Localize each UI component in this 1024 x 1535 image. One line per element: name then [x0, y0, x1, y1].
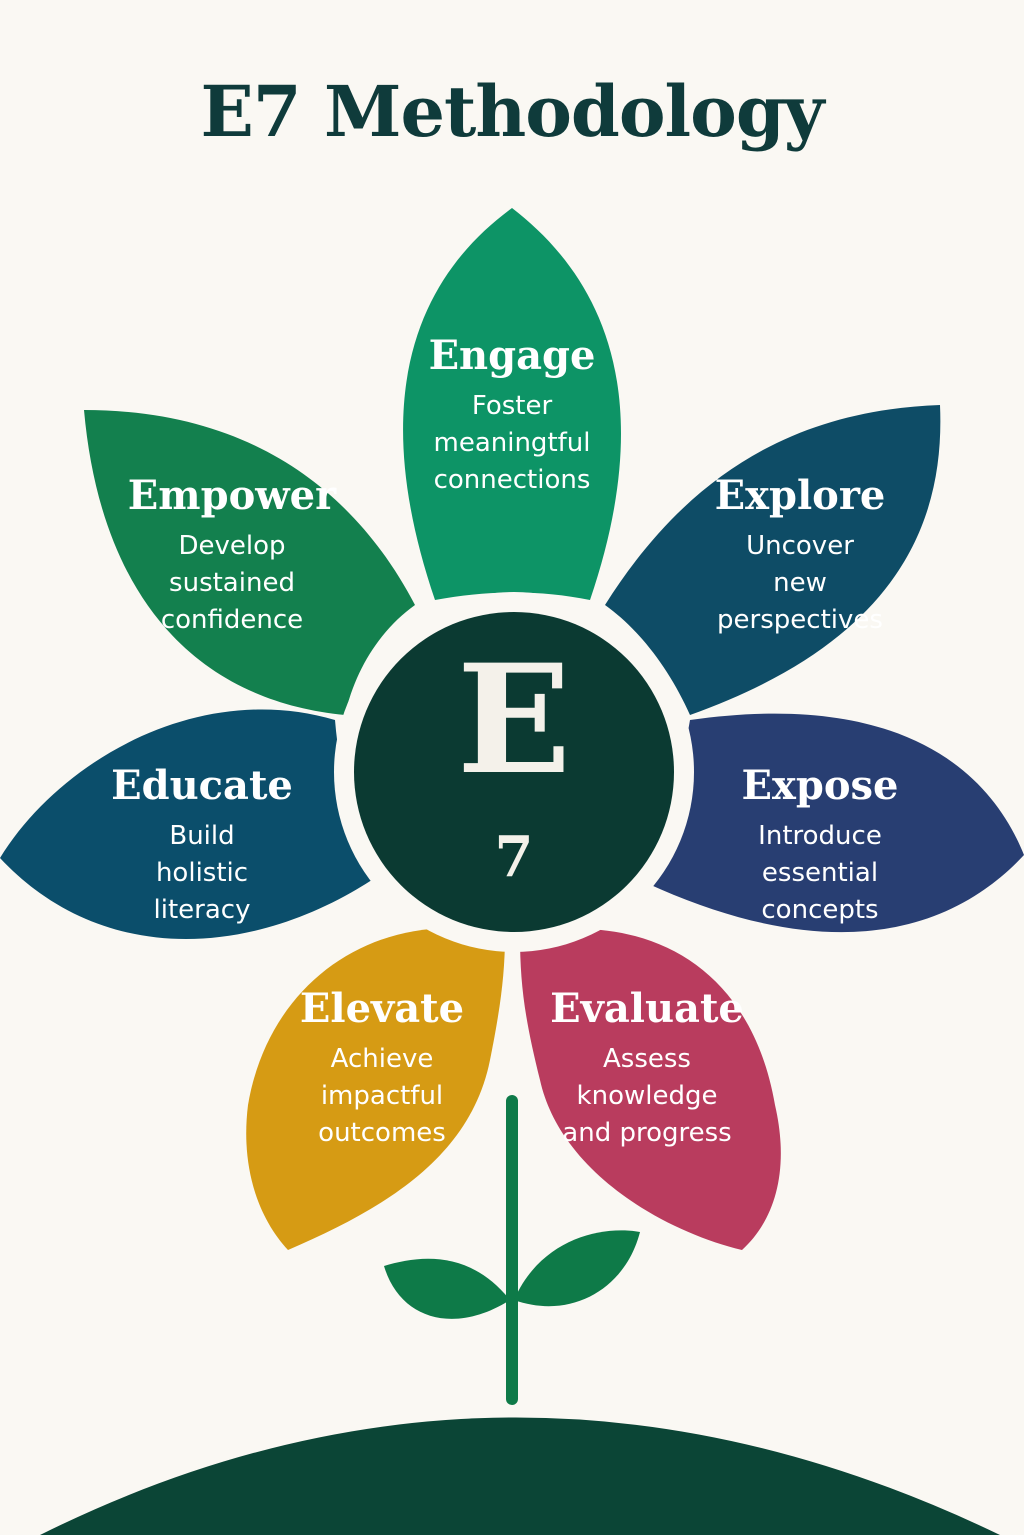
center-letter: E [414, 630, 614, 810]
petal-description: Develop sustained confidence [112, 528, 352, 639]
description-line: Achieve [272, 1041, 492, 1078]
description-line: Introduce [710, 818, 930, 855]
stem [506, 1095, 518, 1405]
petal-label-elevate: Elevate Achieve impactful outcomes [272, 983, 492, 1152]
petal-name: Engage [402, 330, 622, 382]
description-line: Develop [112, 528, 352, 565]
petal-label-evaluate: Evaluate Assess knowledge and progress [537, 983, 757, 1152]
petal-description: Achieve impactful outcomes [272, 1041, 492, 1152]
description-line: Build [92, 818, 312, 855]
petal-description: Introduce essential concepts [710, 818, 930, 929]
petal-label-explore: Explore Uncover new perspectives [690, 470, 910, 639]
description-line: Uncover [690, 528, 910, 565]
description-line: new [690, 565, 910, 602]
petal-name: Elevate [272, 983, 492, 1035]
petal-description: Uncover new perspectives [690, 528, 910, 639]
petal-description: Foster meaningtful connections [402, 388, 622, 499]
center-number: 7 [464, 822, 564, 892]
petal-label-empower: Empower Develop sustained confidence [112, 470, 352, 639]
description-line: connections [402, 462, 622, 499]
description-line: confidence [112, 602, 352, 639]
description-line: meaningtful [402, 425, 622, 462]
ground-hill [40, 1418, 1000, 1535]
left-leaf [384, 1259, 510, 1319]
petal-name: Expose [710, 760, 930, 812]
description-line: Foster [402, 388, 622, 425]
right-leaf [514, 1230, 640, 1306]
description-line: perspectives [690, 602, 910, 639]
petal-label-engage: Engage Foster meaningtful connections [402, 330, 622, 499]
description-line: holistic [92, 855, 312, 892]
petal-description: Build holistic literacy [92, 818, 312, 929]
description-line: and progress [537, 1115, 757, 1152]
description-line: impactful [272, 1078, 492, 1115]
description-line: Assess [537, 1041, 757, 1078]
diagram-title: E7 Methodology [0, 70, 1024, 153]
description-line: sustained [112, 565, 352, 602]
petal-name: Empower [112, 470, 352, 522]
description-line: essential [710, 855, 930, 892]
petal-label-educate: Educate Build holistic literacy [92, 760, 312, 929]
petal-name: Explore [690, 470, 910, 522]
description-line: outcomes [272, 1115, 492, 1152]
petal-name: Evaluate [537, 983, 757, 1035]
petal-description: Assess knowledge and progress [537, 1041, 757, 1152]
description-line: knowledge [537, 1078, 757, 1115]
description-line: concepts [710, 892, 930, 929]
petal-name: Educate [92, 760, 312, 812]
petal-label-expose: Expose Introduce essential concepts [710, 760, 930, 929]
description-line: literacy [92, 892, 312, 929]
